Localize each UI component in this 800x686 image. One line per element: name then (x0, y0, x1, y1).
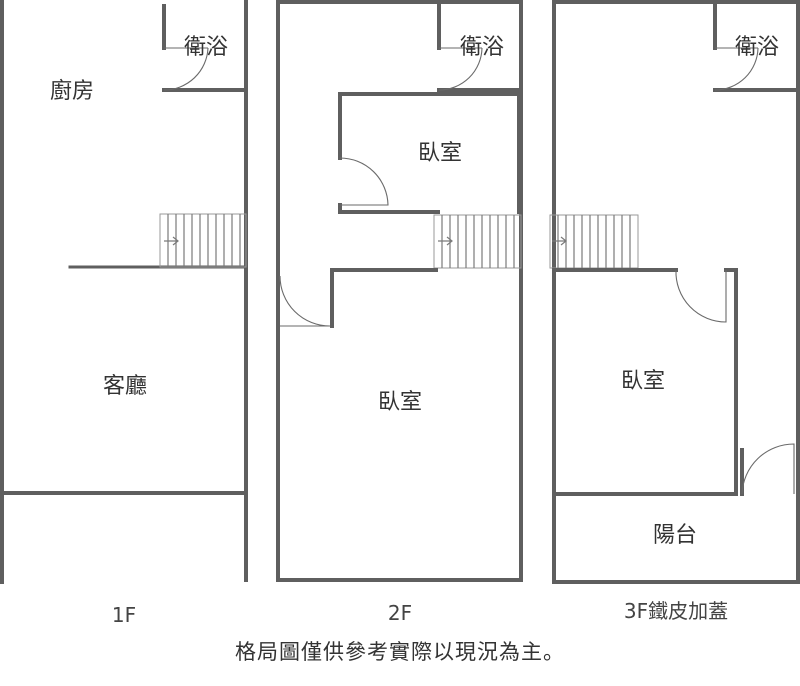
floor-1f-plan: 廚房 衛浴 客廳 1F (0, 0, 248, 627)
3f-balcony-door-icon (741, 443, 795, 495)
3f-bedroom-label: 臥室 (621, 369, 665, 394)
floor-3f-plan: 衛浴 臥室 陽台 3F鐵皮加蓋 (549, 0, 800, 623)
2f-stairs-icon (433, 214, 522, 269)
2f-outer-wall (276, 0, 523, 582)
floor-1f-label: 1F (112, 603, 136, 627)
3f-bathroom-label: 衛浴 (735, 35, 779, 60)
2f-bedroom-door-icon (339, 157, 389, 206)
3f-balcony-label: 陽台 (653, 523, 697, 548)
3f-bedroom-door-icon (675, 269, 727, 323)
2f-small-bedroom-wall (338, 92, 521, 214)
1f-bathroom-label: 衛浴 (184, 35, 228, 60)
1f-bath-door-icon (163, 47, 209, 91)
3f-stairs-icon (549, 214, 639, 269)
1f-kitchen-label: 廚房 (50, 79, 94, 104)
floor-2f-plan: 衛浴 臥室 臥室 2F (276, 0, 523, 625)
2f-big-bedroom-wall (330, 268, 438, 328)
2f-big-bedroom-door-icon (279, 275, 331, 327)
2f-big-bedroom-label: 臥室 (378, 390, 422, 415)
1f-stairs-icon (159, 213, 247, 268)
floor-3f-label: 3F鐵皮加蓋 (624, 599, 728, 623)
1f-living-room-label: 客廳 (103, 374, 147, 399)
3f-outer-wall (552, 0, 800, 584)
2f-bathroom-label: 衛浴 (460, 35, 504, 60)
disclaimer-note: 格局圖僅供參考實際以現況為主。 (235, 640, 565, 664)
3f-bath-door-icon (714, 47, 759, 91)
2f-bath-door-icon (438, 47, 483, 91)
2f-small-bedroom-label: 臥室 (418, 141, 462, 166)
floor-plan: 廚房 衛浴 客廳 1F 衛浴 臥室 臥室 2F (0, 0, 800, 627)
floor-2f-label: 2F (388, 601, 412, 625)
3f-bedroom-wall (552, 268, 738, 496)
